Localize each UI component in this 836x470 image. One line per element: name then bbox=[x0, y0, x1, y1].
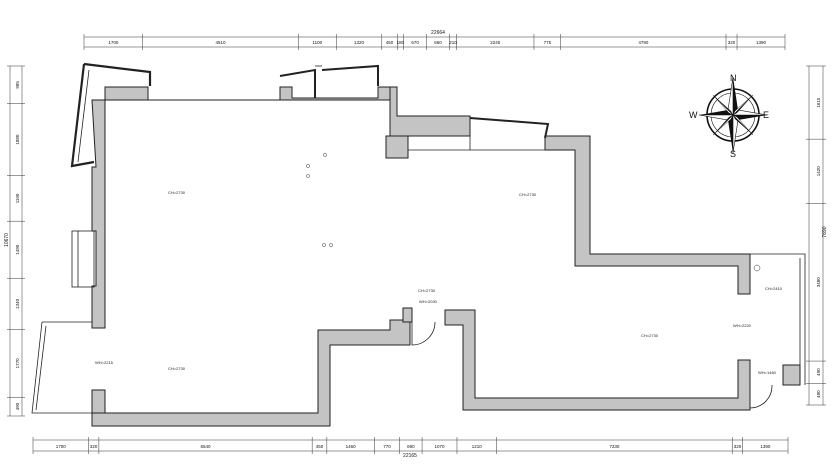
dimension-label: 450 bbox=[316, 444, 324, 449]
dimension-label: 4790 bbox=[638, 40, 649, 45]
dimension-label: 1070 bbox=[435, 444, 446, 449]
tag-ch-east: CH=2730 bbox=[641, 333, 659, 338]
dimension-label: 1770 bbox=[15, 358, 20, 369]
tag-ch-main: CH=2730 bbox=[168, 190, 186, 195]
tag-ch-center: CH=2730 bbox=[418, 288, 436, 293]
dimension-label: 6540 bbox=[201, 444, 212, 449]
walls bbox=[91, 86, 801, 427]
tag-ch-lower: CH=2730 bbox=[168, 366, 186, 371]
dimension-label: 1490 bbox=[15, 244, 20, 255]
dimension-label: 1420 bbox=[816, 166, 821, 177]
dimension-label: 1100 bbox=[312, 40, 322, 45]
wall-top-right bbox=[389, 86, 471, 137]
dimension-label: 670 bbox=[411, 40, 419, 45]
right-total-dim: 7690 bbox=[822, 226, 828, 237]
dimension-label: 4510 bbox=[215, 40, 226, 45]
tag-ch-bath: CH=2410 bbox=[765, 286, 783, 291]
wall-top-main bbox=[104, 86, 391, 101]
dimension-label: 490 bbox=[816, 368, 821, 376]
tag-wh-door: WH=2030 bbox=[419, 299, 438, 304]
dimension-label: 7230 bbox=[609, 444, 620, 449]
tag-wh-left: WH=2215 bbox=[95, 360, 114, 365]
outline bbox=[31, 62, 806, 414]
wall-step-right bbox=[385, 135, 409, 159]
compass-north: N bbox=[730, 73, 737, 83]
dimension-label: 1880 bbox=[15, 134, 20, 145]
room-tags: CH=2730 CH=2730 CH=2730 WH=2030 CH=2730 … bbox=[95, 190, 783, 375]
dimension-label: 1700 bbox=[108, 40, 119, 45]
wall-bottom-left bbox=[91, 319, 411, 427]
dimension-label: 660 bbox=[434, 40, 442, 45]
dimension-label: 1210 bbox=[472, 444, 483, 449]
dimension-label: 1390 bbox=[756, 40, 767, 45]
dimension-label: 180 bbox=[397, 40, 405, 45]
dimension-label: 450 bbox=[386, 40, 394, 45]
top-total-dim: 22664 bbox=[431, 30, 445, 36]
dimension-label: 320 bbox=[734, 444, 742, 449]
dimension-label: 490 bbox=[15, 402, 20, 410]
bottom-total-dim: 22165 bbox=[403, 453, 417, 459]
dimension-label: 985 bbox=[15, 81, 20, 89]
dimension-label: 690 bbox=[407, 444, 415, 449]
compass-west: W bbox=[689, 110, 698, 120]
dimension-label: 480 bbox=[816, 390, 821, 398]
dimension-label: 1615 bbox=[816, 97, 821, 108]
dimension-label: 1190 bbox=[15, 193, 20, 203]
dimension-label: 1390 bbox=[760, 444, 771, 449]
tag-wh-east: WH=2220 bbox=[733, 323, 752, 328]
dimension-label: 3480 bbox=[816, 277, 821, 288]
dimension-label: 210 bbox=[449, 40, 457, 45]
right-dimension-chain: 7690 1615 1420 3480 490 480 bbox=[806, 65, 828, 406]
dimension-label: 320 bbox=[90, 444, 98, 449]
wall-bottom-right bbox=[444, 309, 751, 411]
wall-left-upper bbox=[91, 99, 106, 329]
tag-wh-bath: WH=1460 bbox=[758, 370, 777, 375]
compass-east: E bbox=[763, 110, 769, 120]
compass-south: S bbox=[730, 149, 736, 159]
tag-ch-right: CH=2730 bbox=[519, 192, 537, 197]
dimension-label: 320 bbox=[728, 40, 736, 45]
dimension-label: 770 bbox=[383, 444, 391, 449]
dimension-label: 1700 bbox=[56, 444, 67, 449]
dimension-label: 1460 bbox=[346, 444, 357, 449]
dimension-label: 775 bbox=[544, 40, 552, 45]
bottom-dimension-chain: 22165 1700 320 6540 450 1460 770 690 1070 1210 72… bbox=[32, 437, 789, 459]
left-total-dim: 10670 bbox=[4, 233, 10, 247]
wall-bath-right bbox=[782, 364, 801, 386]
left-dimension-chain: 10670 985 1880 1190 1490 1340 1770 490 bbox=[4, 65, 25, 417]
wall-left-lower bbox=[91, 389, 106, 414]
dimension-label: 1340 bbox=[15, 298, 20, 309]
wall-door-jamb bbox=[402, 307, 413, 323]
wall-top-far bbox=[544, 135, 751, 295]
dimension-label: 1320 bbox=[354, 40, 365, 45]
compass-rose-icon: N S E W bbox=[689, 73, 769, 159]
dimension-label: 2240 bbox=[490, 40, 501, 45]
